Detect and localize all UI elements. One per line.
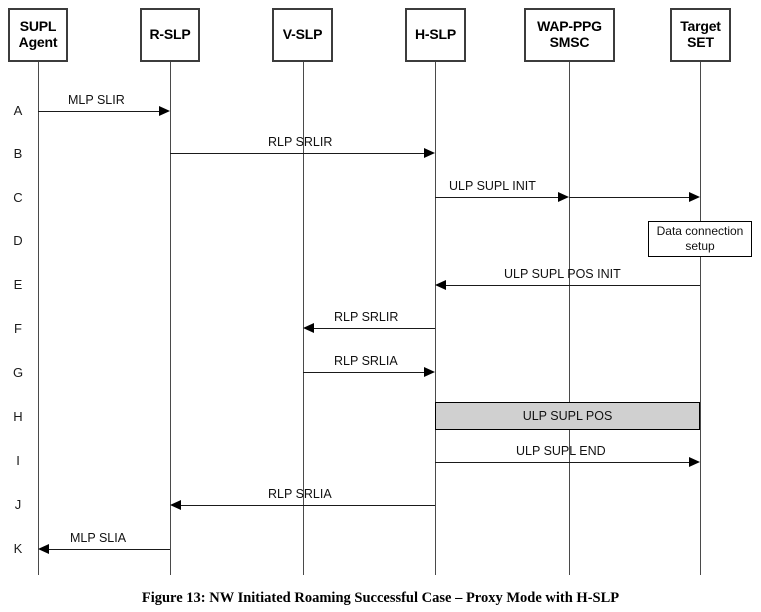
arrowhead-c-target (689, 192, 700, 202)
message-label-i: ULP SUPL END (516, 444, 606, 458)
lifeline-h-slp (435, 62, 436, 575)
message-label-g: RLP SRLIA (334, 354, 398, 368)
lifeline-supl-agent (38, 62, 39, 575)
arrowhead-g (424, 367, 435, 377)
shaded-box-label-ulp-supl-pos: ULP SUPL POS (522, 409, 613, 423)
participant-box-wap-ppg-smsc: WAP-PPG SMSC (524, 8, 615, 62)
shaded-box-ulp-supl-pos: ULP SUPL POS (435, 402, 700, 430)
message-line-a (38, 111, 160, 112)
arrowhead-f (303, 323, 314, 333)
message-line-b (170, 153, 425, 154)
participant-box-v-slp: V-SLP (272, 8, 333, 62)
message-line-c2 (569, 197, 690, 198)
step-letter-e: E (13, 277, 23, 292)
message-line-e (446, 285, 700, 286)
message-line-j (181, 505, 435, 506)
message-label-b: RLP SRLIR (268, 135, 333, 149)
step-letter-j: J (14, 497, 22, 512)
message-line-c (435, 197, 559, 198)
lifeline-r-slp (170, 62, 171, 575)
message-line-g (303, 372, 425, 373)
step-letter-b: B (13, 146, 23, 161)
arrowhead-i (689, 457, 700, 467)
step-letter-k: K (13, 541, 23, 556)
note-label-data-connection-setup: Data connection setup (656, 224, 744, 253)
participant-box-r-slp: R-SLP (140, 8, 200, 62)
step-letter-i: I (16, 453, 20, 468)
arrowhead-c-wap (558, 192, 569, 202)
message-label-k: MLP SLIA (70, 531, 127, 545)
step-letter-c: C (13, 190, 23, 205)
participant-label-r-slp: R-SLP (149, 26, 191, 43)
step-letter-g: G (12, 365, 24, 380)
participant-label-h-slp: H-SLP (414, 26, 456, 43)
lifeline-target-set (700, 62, 701, 575)
note-box-data-connection-setup: Data connection setup (648, 221, 752, 257)
message-line-f (314, 328, 435, 329)
message-label-c: ULP SUPL INIT (449, 179, 536, 193)
step-letter-a: A (13, 103, 23, 118)
participant-box-target-set: Target SET (670, 8, 731, 62)
participant-label-v-slp: V-SLP (282, 26, 323, 43)
arrowhead-j (170, 500, 181, 510)
arrowhead-a (159, 106, 170, 116)
participant-box-h-slp: H-SLP (405, 8, 466, 62)
participant-label-supl-agent: SUPL Agent (18, 18, 58, 50)
lifeline-wap-ppg-smsc (569, 62, 570, 575)
participant-label-wap-ppg-smsc: WAP-PPG SMSC (537, 18, 602, 50)
lifeline-v-slp (303, 62, 304, 575)
figure-caption: Figure 13: NW Initiated Roaming Successf… (141, 590, 620, 606)
arrowhead-b (424, 148, 435, 158)
step-letter-d: D (13, 233, 23, 248)
participant-label-target-set: Target SET (680, 18, 721, 50)
arrowhead-k (38, 544, 49, 554)
message-line-k (49, 549, 170, 550)
participant-box-supl-agent: SUPL Agent (8, 8, 68, 62)
message-label-e: ULP SUPL POS INIT (504, 267, 621, 281)
message-label-j: RLP SRLIA (268, 487, 332, 501)
message-label-f: RLP SRLIR (334, 310, 399, 324)
message-label-a: MLP SLIR (68, 93, 125, 107)
step-letter-h: H (13, 409, 23, 424)
message-line-i (435, 462, 690, 463)
arrowhead-e (435, 280, 446, 290)
step-letter-f: F (14, 321, 22, 336)
